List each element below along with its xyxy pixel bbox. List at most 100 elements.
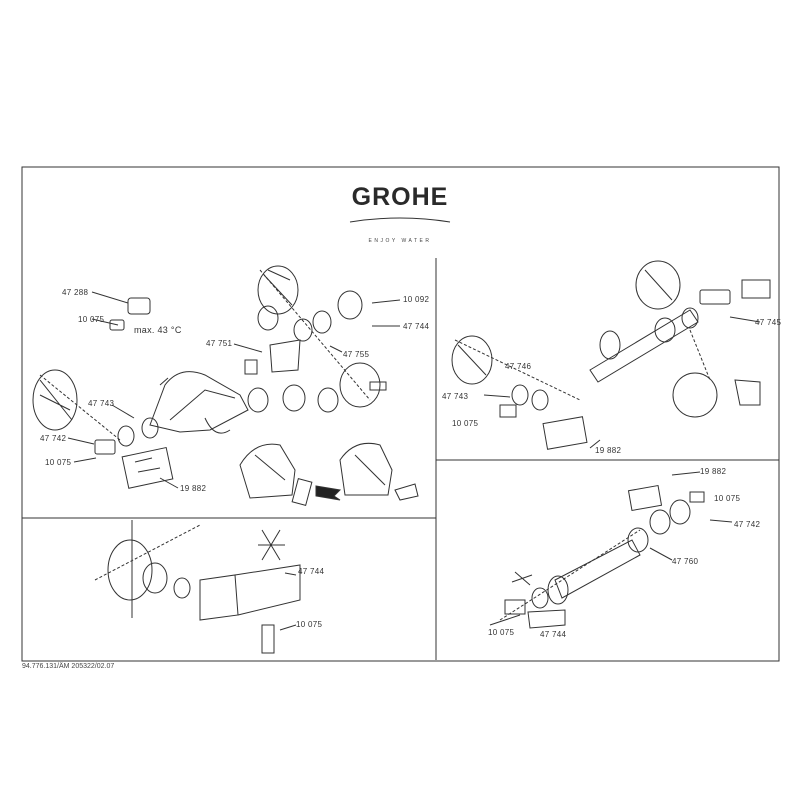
brand-tagline: ENJOY WATER [368,238,432,244]
instruction-card [543,417,587,450]
nut [95,440,115,454]
handle-cap [318,388,338,412]
cartridge-base [143,563,167,593]
grohe-logo: GROHE [351,183,449,211]
handle-illustration-detail [255,455,285,480]
handle-block [200,575,238,620]
ring [650,510,670,534]
part-number-label: 10 075 [488,628,515,637]
small-key [395,484,418,500]
part-number-label: 47 744 [540,630,567,639]
nut [505,600,525,614]
ring [283,385,305,411]
bottom-left-panel-drawing [95,520,300,653]
document-footer-code: 94.776.131/ÄM 205322/02.07 [22,663,115,670]
part-number-label: 47 755 [343,350,370,359]
leader-line [74,458,96,462]
ring [600,331,620,359]
leader-line [710,520,732,522]
max-temperature-label: max. 43 °C [134,325,182,335]
handle-insert [258,306,278,330]
handle-illustration-left [240,444,295,498]
right-handle [340,363,380,407]
hex-key [292,479,312,506]
star-washer [512,572,532,585]
nut [500,405,516,417]
instruction-card-lines [135,458,160,472]
part-number-label: 47 742 [734,520,761,529]
part-number-label: 47 745 [755,318,782,327]
ring [294,319,312,341]
part-number-label: 47 743 [442,392,469,401]
thermostatic-cartridge [270,340,300,372]
small-screw [110,320,124,330]
part-number-label: 47 744 [298,567,325,576]
leader-line [92,319,118,325]
ring [532,390,548,410]
screw [690,492,704,502]
handle-rib [458,345,486,375]
leader-line [650,548,672,560]
leader-line [672,472,700,475]
instruction-card [122,448,173,489]
cartridge-part [245,360,257,374]
leader-line [285,573,296,575]
ring [532,588,548,608]
handle-illustration-right [340,443,392,495]
part-number-label: 47 760 [672,557,699,566]
part-number-label: 47 744 [403,322,430,331]
body-edge [160,378,168,385]
mixer-body [150,372,248,432]
axis-line [40,375,120,440]
part-number-label: 47 743 [88,399,115,408]
ring [174,578,190,598]
part-number-label: 10 075 [78,315,105,324]
part-number-label: 10 075 [45,458,72,467]
ring [670,500,690,524]
instruction-card [528,610,565,628]
detail-circle [673,373,717,417]
part-number-label: 10 075 [452,419,479,428]
part-number-label: 19 882 [700,467,727,476]
handle-illustration-detail [355,455,385,485]
leader-line [92,292,128,303]
top-handle [258,266,298,314]
left-handle [452,336,492,384]
shower-mixer-body [590,310,698,382]
hex-key [262,625,274,653]
part-number-label: 19 882 [180,484,207,493]
top-handle-ribs [264,270,292,305]
arrow-icon [316,486,340,500]
part-number-label: 47 288 [62,288,89,297]
ring [313,311,331,333]
part-number-label: 10 075 [296,620,323,629]
instruction-card [628,486,661,511]
escutcheon [108,540,152,600]
leader-line [234,344,262,352]
left-handle-ribs [40,380,72,420]
part-number-label: 10 075 [714,494,741,503]
o-ring [142,418,158,438]
instruction-card [742,280,770,298]
leader-line [112,405,134,418]
o-ring [118,426,134,446]
leader-line [490,615,520,625]
axis-line [260,270,370,400]
leader-line [330,346,342,352]
spout [205,418,230,433]
cap [735,380,760,405]
leader-line [484,395,510,397]
part-number-label: 19 882 [595,446,622,455]
handle [636,261,680,309]
ring [655,318,675,342]
handle-rib [645,270,672,300]
leader-line [590,440,600,448]
cartridge [700,290,730,304]
left-handle [33,370,77,430]
ring [512,385,528,405]
main-panel-drawing [33,266,418,505]
logo-swoosh [350,218,450,222]
axis-line [690,330,710,380]
